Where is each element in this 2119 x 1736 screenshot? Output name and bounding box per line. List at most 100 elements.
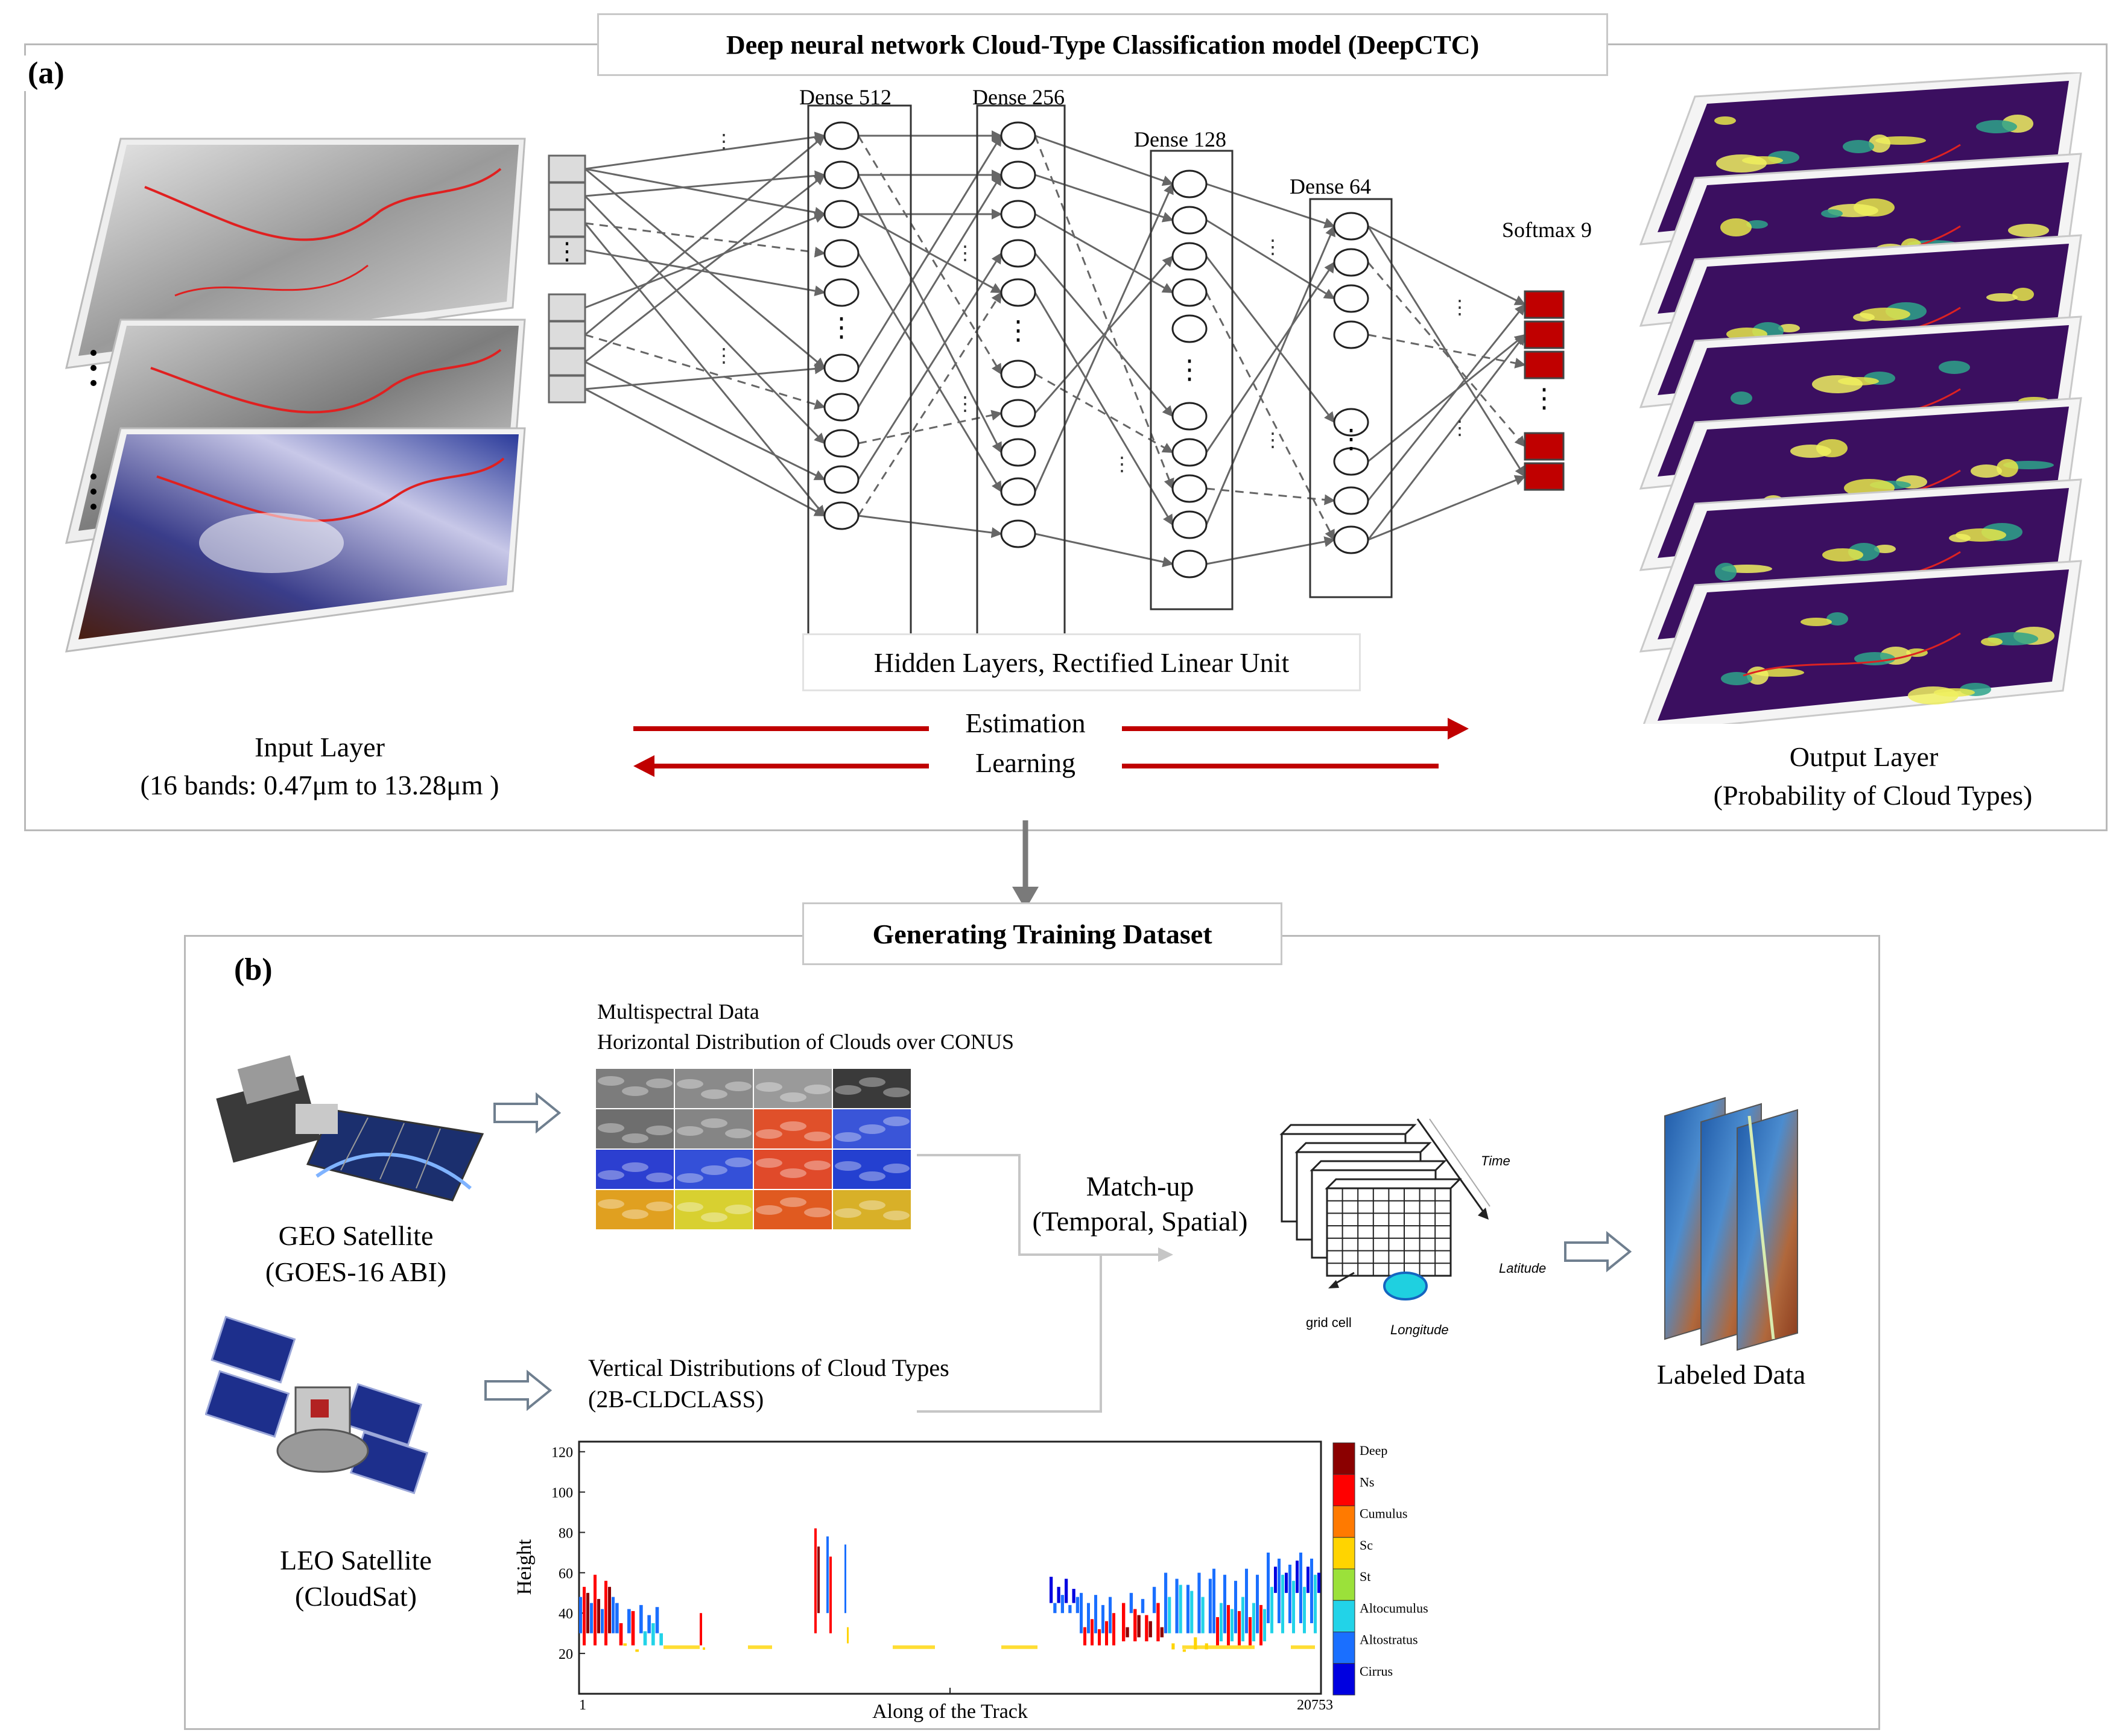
softmax-node-2 [1524, 320, 1565, 349]
cloud-column-27 [826, 1536, 829, 1614]
cloud-column-77 [1227, 1605, 1230, 1646]
cloud-column-57 [1152, 1586, 1156, 1614]
cloud-column-98 [1303, 1586, 1306, 1633]
cloud-column-62 [1171, 1643, 1175, 1650]
neuron-l3-9 [1171, 510, 1208, 539]
grid-cells [1327, 1188, 1451, 1276]
cloud-column-15 [631, 1611, 635, 1646]
connection-50 [1367, 303, 1526, 501]
neuron-l1-2 [823, 160, 860, 189]
output-speckle-1-12 [1716, 154, 1767, 173]
mosaic-cloud-4-1-2 [622, 1209, 648, 1219]
cloud-column-18 [643, 1631, 647, 1646]
hollow-arrow-leo [484, 1369, 553, 1411]
cloud-column-74 [1216, 1617, 1219, 1646]
cloud-column-39 [1080, 1592, 1083, 1633]
cloud-column-66 [1186, 1585, 1190, 1633]
neuron-ellipsis-l2: ⋮ [1005, 316, 1031, 346]
mosaic-cloud-3-3-2 [780, 1168, 806, 1178]
output-speckle-5-11 [1790, 445, 1831, 458]
mosaic-cloud-1-4-2 [859, 1077, 885, 1087]
connection-36 [1034, 533, 1174, 568]
mosaic-cloud-2-3-1 [756, 1129, 782, 1139]
estimation-arrow [633, 718, 1469, 740]
cloud-column-2 [583, 1586, 586, 1646]
input-layer-subtitle: (16 bands: 0.47μm to 13.28μm ) [140, 770, 499, 800]
mosaic-cloud-4-2-3 [725, 1205, 752, 1214]
mosaic-cloud-2-4-1 [835, 1132, 861, 1142]
cloud-column-29 [844, 1544, 846, 1614]
cloud-column-41 [1087, 1603, 1090, 1633]
connection-42 [1205, 261, 1335, 453]
mosaic-cloud-3-4-1 [835, 1161, 861, 1171]
connection-13 [584, 334, 826, 410]
cloud-column-47 [1109, 1597, 1112, 1633]
neuron-l4-7 [1333, 486, 1369, 515]
cloud-column-40 [1083, 1627, 1086, 1646]
neuron-l3-2 [1171, 206, 1208, 235]
legend-label-deep: Deep [1360, 1443, 1387, 1458]
connection-8 [584, 135, 826, 336]
neuron-l2-6 [1000, 360, 1036, 388]
cloud-column-19 [647, 1615, 651, 1633]
neuron-l2-2 [1000, 160, 1036, 189]
connection-20 [857, 174, 1002, 454]
legend-swatch-deep [1332, 1442, 1355, 1475]
vertical-distribution-label-1: Vertical Distributions of Cloud Types [588, 1354, 949, 1381]
mosaic-cloud-1-1-3 [646, 1079, 673, 1088]
cloud-column-35 [1065, 1579, 1068, 1603]
mosaic-cloud-2-4-3 [883, 1117, 910, 1126]
mosaic-tile-1-1 [596, 1069, 674, 1108]
cloud-column-46 [1105, 1621, 1108, 1646]
mosaic-cloud-4-4-2 [859, 1200, 885, 1210]
output-border-line-7 [1743, 632, 1961, 677]
multispectral-mosaic [596, 1069, 911, 1229]
gap-ellipsis-8: ⋮ [1450, 296, 1469, 318]
mosaic-tile-4-3 [754, 1190, 832, 1229]
mosaic-cloud-4-3-1 [756, 1205, 782, 1215]
connection-12 [584, 361, 826, 481]
legend-swatch-st [1332, 1568, 1355, 1601]
cloud-column-3 [586, 1592, 589, 1633]
output-speckle-5-14 [1971, 464, 2002, 478]
connection-41 [1205, 292, 1335, 541]
mosaic-cloud-4-4-3 [883, 1211, 910, 1220]
hidden-layers-caption: Hidden Layers, Rectified Linear Unit [802, 633, 1361, 691]
layer-label-dense-256: Dense 256 [972, 85, 1065, 109]
connection-31 [1034, 213, 1174, 294]
gap-ellipsis-6: ⋮ [1263, 236, 1282, 258]
gap-ellipsis-7: ⋮ [1263, 429, 1282, 451]
connection-22 [857, 135, 1002, 369]
cloud-column-93 [1285, 1573, 1288, 1593]
cloud-column-37 [1072, 1589, 1075, 1603]
cloud-column-33 [1057, 1586, 1060, 1603]
cloud-column-81 [1241, 1597, 1244, 1642]
input-ellipsis: ⋮ [555, 238, 579, 265]
connection-26 [858, 410, 1002, 445]
neuron-l4-4 [1333, 320, 1369, 349]
cloud-column-91 [1278, 1558, 1281, 1623]
mosaic-cloud-1-3-2 [780, 1092, 806, 1102]
cloud-column-26 [817, 1546, 820, 1614]
grid-latitude-label: Latitude [1499, 1261, 1547, 1276]
connection-32 [1034, 135, 1174, 490]
cloud-column-94 [1288, 1564, 1291, 1623]
cloud-column-28 [829, 1556, 832, 1633]
output-speckle-2-13 [1821, 209, 1843, 218]
mosaic-cloud-1-4-3 [883, 1088, 910, 1097]
cloud-column-89 [1270, 1586, 1273, 1633]
connection-49 [1367, 262, 1526, 448]
connection-30 [1034, 174, 1174, 223]
output-speckle-4-5 [1731, 391, 1752, 405]
layer-label-dense-64: Dense 64 [1290, 174, 1371, 198]
legend-label-altostratus: Altostratus [1360, 1632, 1418, 1647]
legend-swatch-altocumulus [1332, 1600, 1355, 1632]
cloud-column-44 [1098, 1629, 1101, 1646]
leo-satellite-label-1: LEO Satellite [280, 1545, 432, 1576]
gap-ellipsis-4: ⋮ [955, 393, 975, 414]
cloud-column-20 [651, 1623, 655, 1646]
cloud-column-101 [1314, 1574, 1317, 1633]
cloud-column-86 [1259, 1605, 1262, 1646]
legend-label-altocumulus: Altocumulus [1360, 1600, 1428, 1615]
